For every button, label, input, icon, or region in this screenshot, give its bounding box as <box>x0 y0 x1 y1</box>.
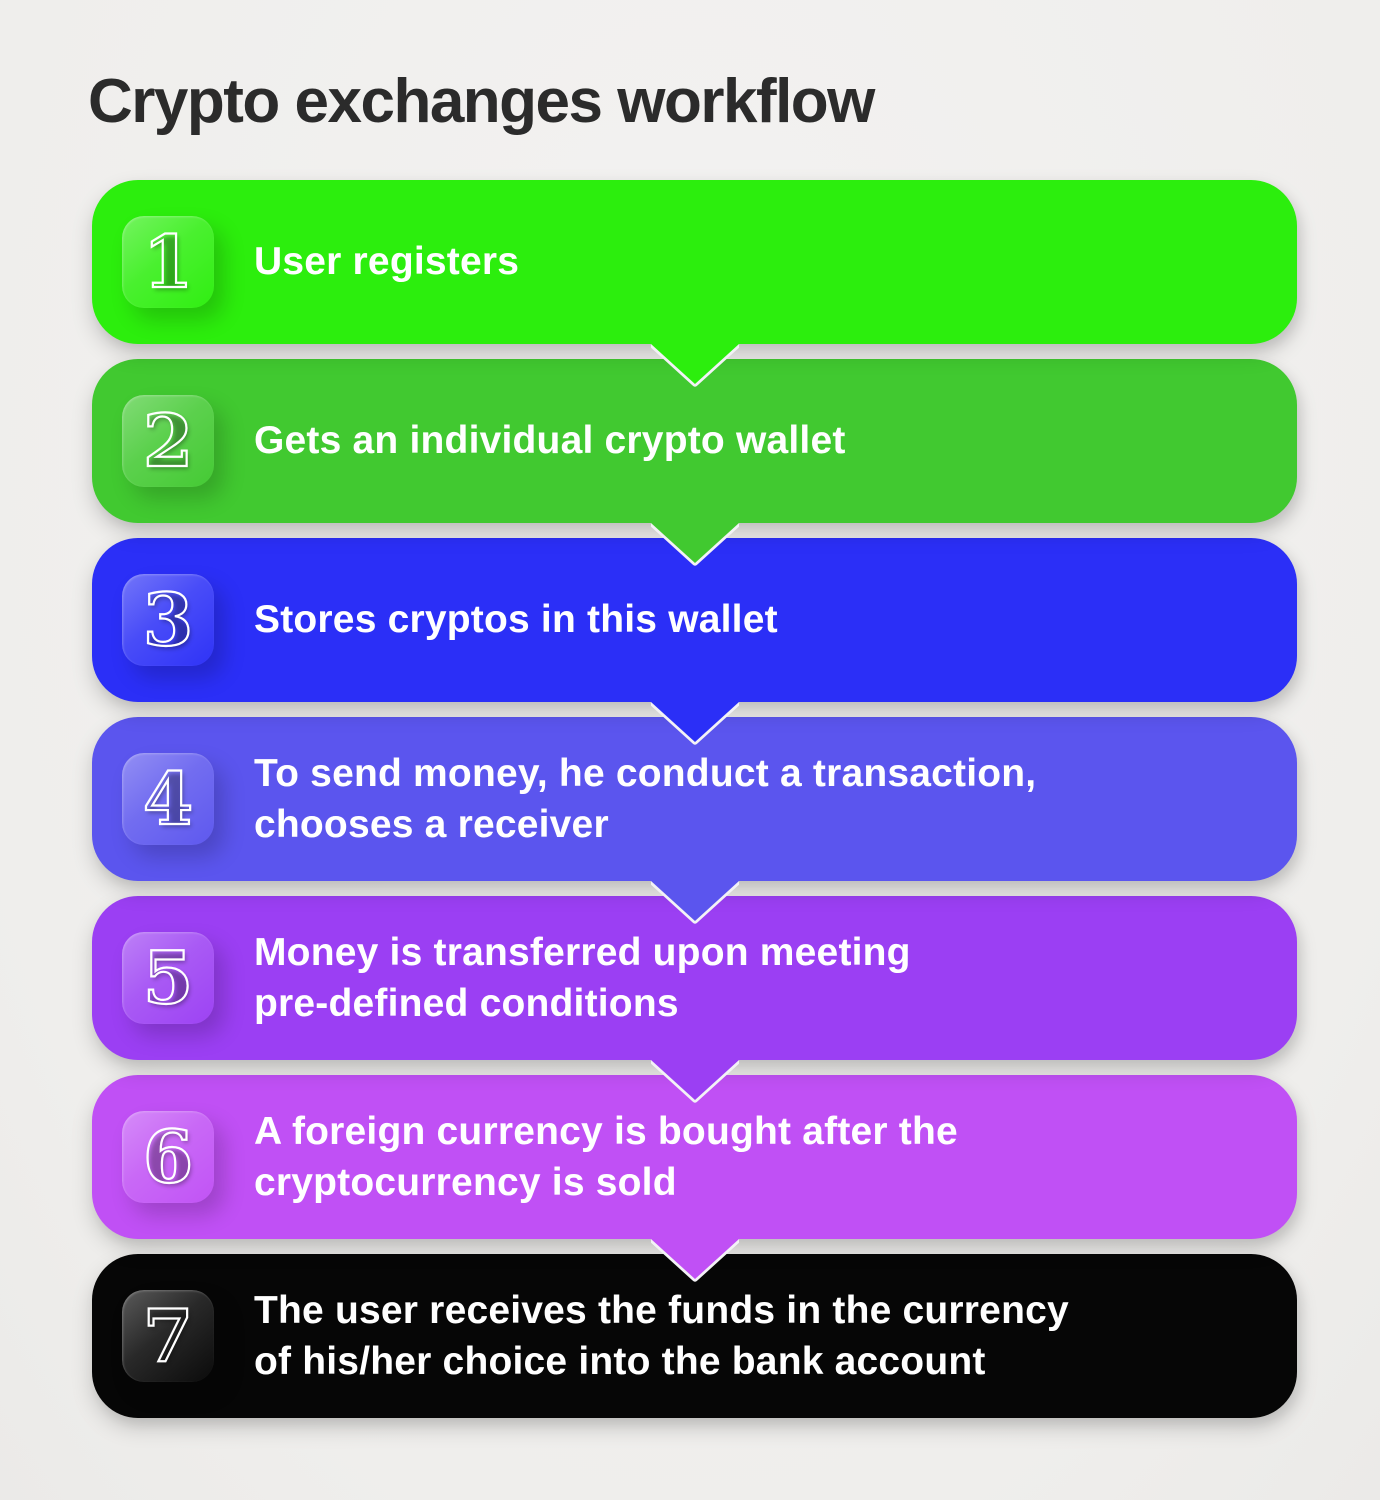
step-number: 1 <box>142 219 194 304</box>
step-number: 7 <box>142 1293 194 1378</box>
number-badge: 1 <box>122 216 214 308</box>
step-number: 2 <box>142 398 194 483</box>
step-label: The user receives the funds in the curre… <box>254 1288 1069 1383</box>
chevron-down-icon <box>650 523 739 566</box>
step-label: Gets an individual crypto wallet <box>254 419 846 463</box>
number-badge: 4 <box>122 753 214 845</box>
step-label: Stores cryptos in this wallet <box>254 598 778 642</box>
step-block-7: 7 The user receives the funds in the cur… <box>92 1254 1297 1418</box>
step-number: 3 <box>142 577 194 662</box>
step-label: A foreign currency is bought after the c… <box>254 1109 958 1204</box>
number-badge: 5 <box>122 932 214 1024</box>
step-number: 4 <box>142 756 194 841</box>
number-badge: 3 <box>122 574 214 666</box>
number-badge: 6 <box>122 1111 214 1203</box>
chevron-down-icon <box>650 702 739 745</box>
page-title: Crypto exchanges workflow <box>88 67 875 136</box>
step-number: 6 <box>142 1114 194 1199</box>
step-block-6: 6 A foreign currency is bought after the… <box>92 1075 1297 1282</box>
chevron-down-icon <box>650 344 739 387</box>
number-badge: 7 <box>122 1290 214 1382</box>
chevron-down-icon <box>650 1060 739 1103</box>
chevron-down-icon <box>650 881 739 924</box>
step-block-1: 1 User registers <box>92 180 1297 387</box>
step-number: 5 <box>142 935 194 1020</box>
chevron-down-icon <box>650 1239 739 1282</box>
step-label: To send money, he conduct a transaction,… <box>254 751 1037 846</box>
number-badge: 2 <box>122 395 214 487</box>
step-label: User registers <box>254 240 520 284</box>
workflow-steps: 1 User registers 2 Gets an individual cr… <box>92 180 1297 1433</box>
step-label: Money is transferred upon meeting pre-de… <box>254 930 911 1025</box>
